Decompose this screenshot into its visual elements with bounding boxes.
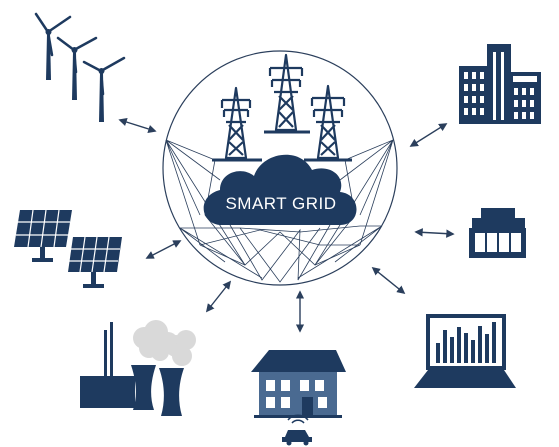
arrow-store (414, 228, 455, 238)
connection-arrows (118, 118, 455, 333)
wind-turbine-icon (34, 12, 126, 122)
house-icon (251, 350, 346, 418)
arrow-solar (145, 240, 182, 259)
smart-grid-cloud: SMART GRID (203, 154, 357, 225)
electric-car-icon (282, 414, 312, 446)
arrow-office (409, 123, 448, 147)
power-plant-icon (80, 320, 196, 416)
store-icon (469, 208, 526, 258)
transmission-tower-icon (212, 53, 352, 162)
arrow-wind (118, 118, 157, 133)
solar-panel-icon (14, 209, 122, 288)
laptop-chart-icon (414, 314, 516, 388)
center-label: SMART GRID (225, 194, 336, 213)
grid-circle (162, 50, 398, 286)
arrow-laptop (371, 266, 406, 295)
office-buildings-icon (459, 44, 541, 124)
arrow-power-plant (205, 280, 232, 313)
